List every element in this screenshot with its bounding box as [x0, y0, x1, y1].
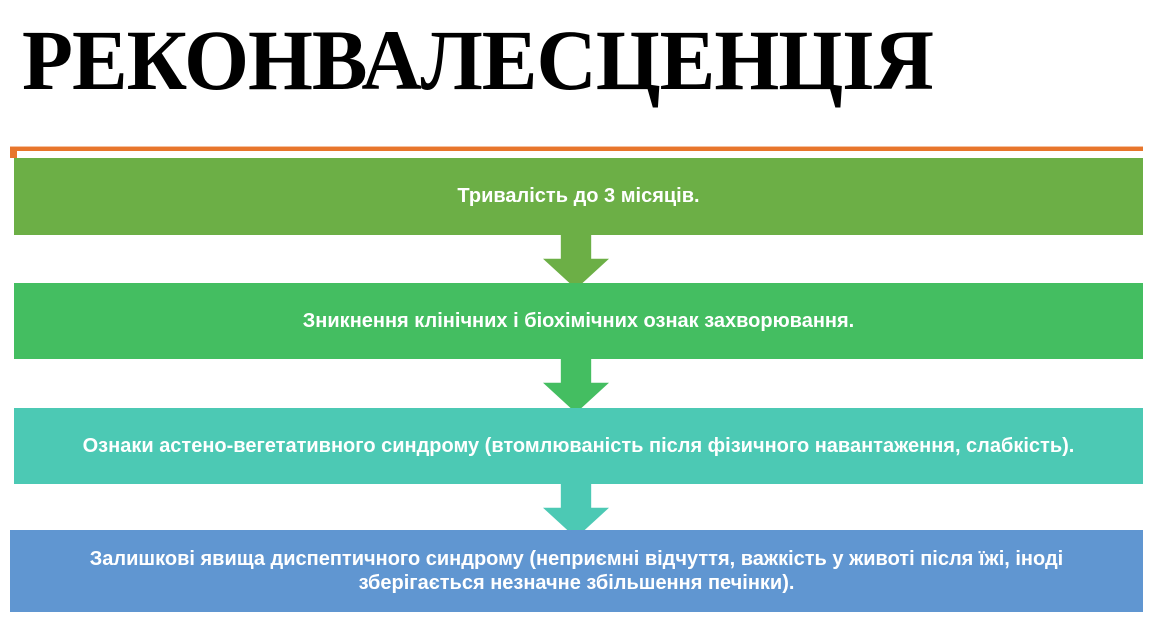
arrow-down-icon	[543, 235, 609, 289]
accent-divider	[10, 146, 1143, 158]
arrow-down-icon	[543, 484, 609, 538]
arrow-down-icon	[543, 359, 609, 413]
flow-step-label: Залишкові явища диспептичного синдрому (…	[89, 547, 1064, 594]
flow-step-disappearance-of-signs: Зникнення клінічних і біохімічних ознак …	[14, 283, 1143, 359]
page-title: РЕКОНВАЛЕСЦЕНЦІЯ	[22, 12, 934, 108]
flow-step-duration: Тривалість до 3 місяців.	[14, 158, 1143, 235]
arrow-down-glyph	[543, 359, 609, 413]
accent-divider-bar	[10, 147, 1143, 151]
arrow-down-glyph	[543, 235, 609, 289]
flow-step-label: Ознаки астено-вегетативного синдрому (вт…	[82, 434, 1075, 457]
accent-divider-endcap	[10, 151, 17, 158]
flow-step-label: Тривалість до 3 місяців.	[457, 185, 700, 208]
flow-step-residual-dyspeptic-syndrome: Залишкові явища диспептичного синдрому (…	[10, 530, 1143, 612]
flow-step-astheno-vegetative-syndrome: Ознаки астено-вегетативного синдрому (вт…	[14, 408, 1143, 484]
flow-step-label: Зникнення клінічних і біохімічних ознак …	[302, 309, 855, 332]
